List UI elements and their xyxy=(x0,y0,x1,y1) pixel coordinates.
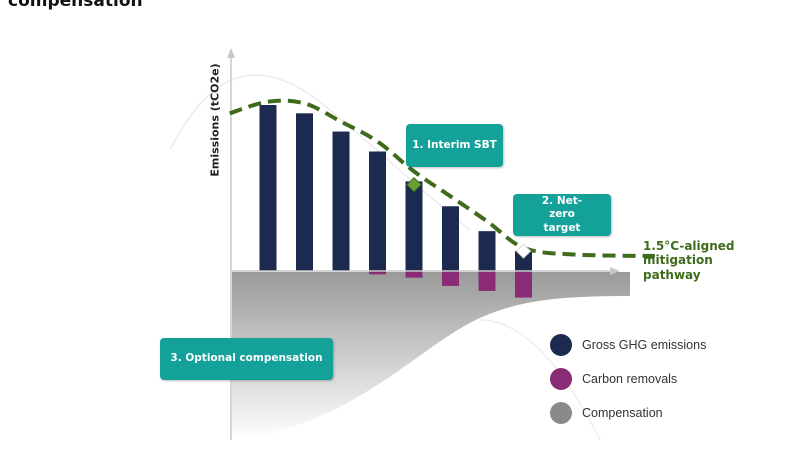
legend-swatch-compensation xyxy=(550,402,572,424)
carbon-removals-bar xyxy=(369,271,386,275)
gross-emissions-bar xyxy=(296,113,313,271)
compensation-area xyxy=(232,272,630,440)
legend-swatch-removals xyxy=(550,368,572,390)
legend-item-compensation: Compensation xyxy=(550,401,706,425)
gross-emissions-bar xyxy=(442,206,459,271)
legend: Gross GHG emissions Carbon removals Comp… xyxy=(550,333,706,435)
compensation-callout: 3. Optional compensation xyxy=(160,338,333,380)
interim-sbt-marker xyxy=(406,176,422,193)
gross-emissions-bar xyxy=(259,105,277,271)
gross-emissions-bar xyxy=(332,131,350,271)
y-axis-arrow xyxy=(227,48,235,58)
carbon-removals-bar xyxy=(478,271,496,291)
page-title: compensation xyxy=(8,0,143,11)
milestones-group xyxy=(406,176,532,259)
gross-emissions-bar xyxy=(369,151,386,271)
background-curve-bottom xyxy=(479,319,601,441)
background-curve-top xyxy=(169,74,471,231)
net-zero-marker xyxy=(515,243,532,259)
interim-sbt-label: 1. Interim SBT xyxy=(412,138,497,151)
legend-label-removals: Carbon removals xyxy=(582,372,678,386)
interim-sbt-callout: 1. Interim SBT xyxy=(406,124,503,167)
legend-label-gross: Gross GHG emissions xyxy=(582,338,707,352)
x-axis-arrow xyxy=(610,267,620,275)
legend-item-removals: Carbon removals xyxy=(550,367,706,391)
net-zero-label: 2. Net-zero target xyxy=(541,195,583,234)
pathway-line xyxy=(229,98,655,259)
pathway-label: 1.5°C-aligned mitigation pathway xyxy=(643,239,735,282)
legend-swatch-gross xyxy=(550,334,572,356)
gross-emissions-bar xyxy=(515,251,532,271)
carbon-removals-bar xyxy=(405,271,423,278)
legend-item-gross: Gross GHG emissions xyxy=(550,333,706,357)
legend-label-compensation: Compensation xyxy=(582,406,663,420)
net-zero-callout: 2. Net-zero target xyxy=(513,194,611,236)
bars-group xyxy=(259,105,532,298)
carbon-removals-bar xyxy=(442,271,459,286)
compensation-callout-label: 3. Optional compensation xyxy=(170,352,323,365)
y-axis-label: Emissions (tCO2e) xyxy=(208,63,222,177)
carbon-removals-bar xyxy=(515,271,532,298)
gross-emissions-bar xyxy=(405,181,423,271)
gross-emissions-bar xyxy=(478,231,496,271)
